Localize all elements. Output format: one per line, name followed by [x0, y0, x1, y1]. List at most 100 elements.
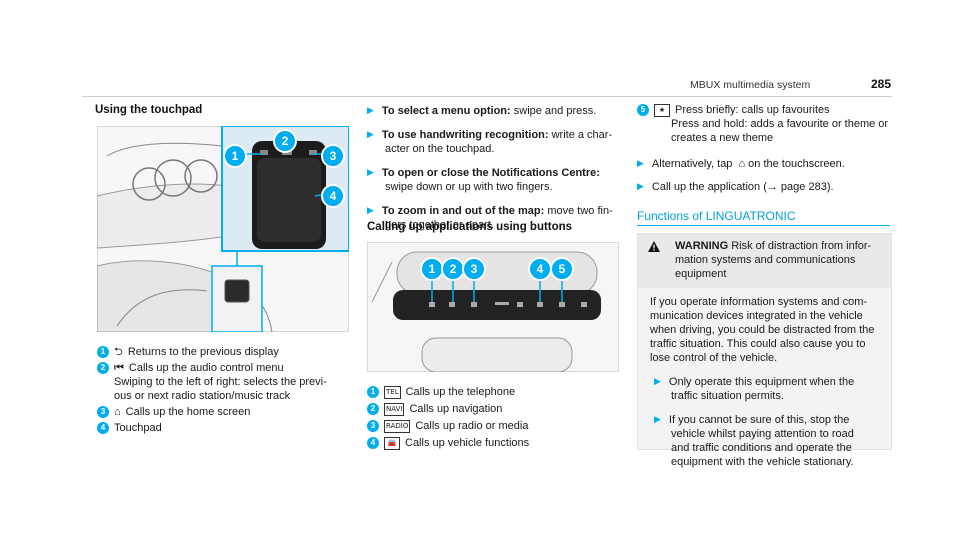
warning-bullet-2: ▶If you cannot be sure of this, stop the	[650, 412, 886, 427]
warning-body-line: lose control of the vehicle.	[650, 352, 778, 364]
warning-triangle-svg	[648, 241, 660, 252]
warning-head-line: mation systems and communications	[675, 254, 856, 266]
bullet-text: Alternatively, tap	[651, 158, 733, 170]
bullet-arrow-icon: ▶	[367, 205, 374, 215]
bullet-select: ▶ To select a menu option: swipe and pres…	[367, 103, 627, 118]
bullet-cont: swipe down or up with two fingers.	[385, 181, 553, 193]
legend-badge: 3	[97, 406, 109, 419]
home-icon: ⌂	[738, 158, 746, 170]
car-icon: 🚘	[384, 436, 400, 450]
legend-text: Calls up the audio control menu	[128, 362, 284, 374]
bullet-cont: vehicle whilst paying attention to road	[671, 428, 854, 440]
bullet-notifications: ▶ To open or close the Notifications Cent…	[367, 165, 627, 180]
warning-label: WARNING	[675, 240, 729, 252]
bullet-text: Call up the application (→ page 283).	[651, 181, 834, 193]
favourites-legend: 5 ★ Press briefly: calls up favourites Pre…	[637, 103, 892, 145]
button-callout-4: 4	[528, 257, 552, 281]
bullet-arrow-icon: ▶	[637, 158, 644, 168]
warning-header	[638, 234, 891, 288]
bullet-arrow-icon: ▶	[654, 376, 661, 386]
bullet-zoom: ▶ To zoom in and out of the map: move two…	[367, 203, 627, 218]
section-heading-touchpad: Using the touchpad	[95, 104, 203, 116]
warning-head-text: WARNING Risk of distraction from infor- …	[675, 239, 885, 281]
favourites-item: 5 ★ Press briefly: calls up favourites	[637, 103, 892, 117]
bullet-arrow-icon: ▶	[367, 105, 374, 115]
buttons-legend-item-4: 4 🚘 Calls up vehicle functions	[367, 436, 627, 450]
legend-badge: 3	[367, 420, 379, 433]
button-callout-3: 3	[462, 257, 486, 281]
favourites-line3: creates a new theme	[671, 132, 774, 144]
legend-text: Touchpad	[114, 422, 162, 434]
touchpad-legend: 1⮌Returns to the previous display 2⏮Call…	[97, 345, 357, 435]
legend-badge: 5	[637, 104, 649, 117]
bullet-cont: and traffic conditions and operate the	[671, 442, 852, 454]
bullet-cont: gers together or apart.	[385, 219, 494, 231]
legend-text: Calls up navigation	[409, 403, 503, 415]
bullet-bold: To open or close the Notifications Centr…	[381, 167, 600, 179]
tel-icon: TEL	[384, 385, 401, 399]
legend-item-2: 2⏮Calls up the audio control menu	[97, 361, 357, 375]
section-title-linguatronic: Functions of LINGUATRONIC	[637, 209, 796, 223]
callout-3: 3	[321, 144, 345, 168]
touchpad-illustration: 1 2 3 4	[97, 126, 349, 332]
warning-box: WARNING Risk of distraction from infor- …	[637, 233, 892, 468]
bullet-bold: To zoom in and out of the map:	[381, 205, 545, 217]
legend-item-3: 3⌂Calls up the home screen	[97, 405, 357, 419]
bullet-handwriting: ▶ To use handwriting recognition: write a…	[367, 127, 627, 142]
button-callout-2: 2	[441, 257, 465, 281]
warning-icon	[648, 241, 660, 256]
bullet-cont: equipment with the vehicle stationary.	[671, 456, 854, 468]
bullet-text: move two fin-	[544, 205, 613, 217]
warning-bullet-1: ▶ Only operate this equipment when the	[650, 374, 886, 389]
app-bullet: ▶ Call up the application (→ page 283).	[637, 179, 892, 194]
section-heading-buttons: Calling up applications using buttons	[367, 221, 573, 233]
warning-body-line: munication devices integrated in the veh…	[650, 310, 863, 322]
section-title-rule	[637, 225, 890, 226]
bullet-cont: acter on the touchpad.	[385, 143, 495, 155]
callout-4: 4	[321, 184, 345, 208]
bullet-bold: To use handwriting recognition:	[381, 129, 549, 141]
legend-badge: 1	[367, 386, 379, 399]
bullet-text: write a char-	[548, 129, 613, 141]
legend-badge: 4	[97, 422, 109, 435]
bullet-arrow-icon: ▶	[654, 414, 661, 424]
legend-item-1: 1⮌Returns to the previous display	[97, 345, 357, 359]
warning-body-line: when driving, you could be distracted fr…	[650, 324, 875, 336]
bullet-arrow-icon: ▶	[367, 167, 374, 177]
nav-map-icon: NAVI	[384, 402, 405, 416]
callout-1: 1	[223, 144, 247, 168]
legend-item-4: 4 Touchpad	[97, 421, 357, 435]
legend-item-2-cont-a: Swiping to the left of right: selects th…	[114, 376, 327, 388]
bullet-arrow-icon: ▶	[637, 181, 644, 191]
button-callout-5: 5	[550, 257, 574, 281]
legend-text: Calls up radio or media	[415, 420, 529, 432]
warning-head-line: equipment	[675, 268, 727, 280]
radio-media-icon: RADIO	[384, 419, 411, 433]
bullet-bold: To select a menu option:	[381, 105, 511, 117]
legend-text: Calls up vehicle functions	[405, 437, 530, 449]
callout-2: 2	[273, 129, 297, 153]
warning-body-line: If you operate information systems and c…	[650, 296, 868, 308]
bullet-text: Only operate this equipment when the	[668, 376, 855, 388]
header-rule	[82, 96, 892, 97]
legend-item-2-cont-b: ous or next radio station/music track	[114, 390, 291, 402]
bullet-arrow-icon: ▶	[367, 129, 374, 139]
button-bar-illustration: 1 2 3 4 5	[367, 242, 619, 372]
warning-head-line: Risk of distraction from infor-	[731, 240, 872, 252]
home-icon: ⌂	[114, 406, 121, 418]
legend-text: Press briefly: calls up favourites	[675, 104, 830, 116]
legend-text: Returns to the previous display	[127, 346, 279, 358]
play-skip-icon: ⏮	[114, 362, 124, 374]
touchpad-bullets: ▶ To select a menu option: swipe and pres…	[367, 103, 627, 232]
page-number: 285	[871, 77, 892, 91]
running-header: MBUX multimedia system	[690, 79, 811, 91]
button-bar-illustration-svg	[367, 242, 619, 372]
bullet-cont: traffic situation permits.	[671, 390, 784, 402]
legend-badge: 1	[97, 346, 109, 359]
star-icon: ★	[654, 103, 670, 117]
bullet-text: swipe and press.	[510, 105, 597, 117]
legend-badge: 4	[367, 437, 379, 450]
